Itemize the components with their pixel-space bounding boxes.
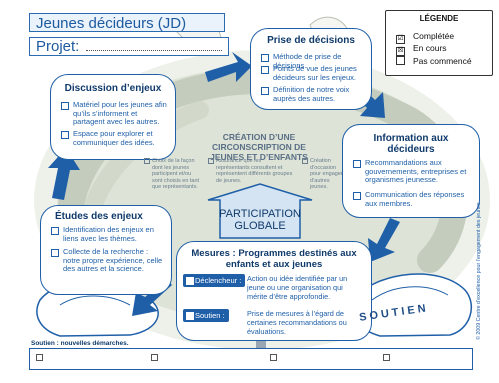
- participation-arrow: [207, 183, 313, 239]
- project-label: Projet:: [36, 38, 80, 55]
- legend-label: Pas commencé: [413, 56, 472, 66]
- copyright: © 2009 Centre d’excellence pour l’engage…: [476, 202, 482, 340]
- checkbox-icon[interactable]: [36, 354, 43, 361]
- card-item[interactable]: Matériel pour les jeunes afin qu’ils s’i…: [61, 100, 167, 127]
- center-title: CRÉATION D’UNE CIRCONSCRIPTION DE JEUNES…: [210, 132, 308, 162]
- card-mesures: Mesures : Programmes destinés aux enfant…: [176, 241, 372, 341]
- checkbox-icon[interactable]: [186, 277, 194, 285]
- checkbox-icon[interactable]: [302, 158, 308, 164]
- checkbox-icon[interactable]: [51, 249, 59, 257]
- card-item[interactable]: Définition de notre voix auprès des autr…: [261, 85, 363, 103]
- legend: LÉGENDE ☑ Complétée ☒ En cours Pas commenc…: [385, 10, 493, 76]
- checkbox-icon[interactable]: [61, 131, 69, 139]
- declencheur-tag[interactable]: Déclencheur :: [183, 274, 246, 287]
- card-title: Mesures : Programmes destinés aux enfant…: [191, 248, 357, 270]
- checkbox-icon[interactable]: [151, 354, 158, 361]
- empty-box-icon: [396, 56, 405, 65]
- center-item[interactable]: Assurance que les représentants consulte…: [208, 158, 296, 184]
- center-item[interactable]: Création d’occasion pour engager d’autre…: [302, 158, 346, 191]
- crossed-box-icon: ☒: [396, 47, 405, 56]
- checkbox-icon[interactable]: [261, 66, 269, 74]
- checked-box-icon: ☑: [396, 35, 405, 44]
- card-title: Discussion d’enjeux: [64, 83, 162, 94]
- footer-bar: [29, 348, 473, 370]
- checkbox-icon[interactable]: [353, 160, 361, 168]
- checkbox-icon[interactable]: [186, 312, 194, 320]
- arrow-to-discussion: [48, 148, 80, 200]
- project-line: [86, 50, 222, 51]
- legend-item-pas-commence: Pas commencé: [396, 55, 472, 66]
- card-title: Prise de décisions: [267, 35, 355, 46]
- checkbox-icon[interactable]: [61, 102, 69, 110]
- legend-label: Complétée: [413, 31, 455, 41]
- checkbox-icon[interactable]: [261, 54, 269, 62]
- card-item[interactable]: Identification des enjeux en liens avec …: [51, 225, 163, 243]
- card-information-decideurs: Information aux décideurs Recommandation…: [342, 124, 480, 218]
- card-item[interactable]: Espace pour explorer et communiquer des …: [61, 129, 167, 147]
- card-etudes-enjeux: Études des enjeux Identification des enj…: [40, 205, 172, 295]
- legend-label: En cours: [413, 43, 447, 53]
- declencheur-text: Action ou idée identifiée par un jeune o…: [247, 274, 348, 301]
- card-item[interactable]: Recommandations aux gouvernements, entre…: [353, 158, 471, 185]
- card-item[interactable]: Communication des réponses aux membres.: [353, 190, 471, 208]
- participation-label: PARTICIPATION GLOBALE: [219, 208, 301, 232]
- card-prise-de-decisions: Prise de décisions Méthode de prise de d…: [250, 28, 372, 110]
- checkbox-icon[interactable]: [270, 354, 277, 361]
- legend-item-completee: ☑ Complétée: [396, 31, 455, 44]
- checkbox-icon[interactable]: [144, 158, 150, 164]
- soutien-tag[interactable]: Soutien :: [183, 309, 229, 322]
- page-title: Jeunes décideurs (JD): [29, 13, 225, 32]
- card-item[interactable]: Collecte de la recherche : notre propre …: [51, 247, 163, 274]
- center-item[interactable]: Choix de la façon dont les jeunes partic…: [144, 158, 202, 191]
- checkbox-icon[interactable]: [353, 192, 361, 200]
- checkbox-icon[interactable]: [51, 227, 59, 235]
- footer-label: Soutien : nouvelles démarches.: [31, 340, 129, 347]
- card-title: Information aux décideurs: [373, 133, 449, 155]
- checkbox-icon[interactable]: [208, 158, 214, 164]
- legend-item-en-cours: ☒ En cours: [396, 43, 447, 56]
- arrow-to-mesures: [368, 218, 400, 262]
- soutien-text: Prise de mesures à l’égard de certaines …: [247, 309, 347, 336]
- arrow-to-prise: [205, 52, 252, 82]
- checkbox-icon[interactable]: [261, 87, 269, 95]
- legend-title: LÉGENDE: [419, 14, 459, 23]
- card-item[interactable]: Méthode de prise de décisions.: [261, 52, 363, 70]
- project-field[interactable]: Projet:: [29, 37, 229, 56]
- card-item[interactable]: Points de vue des jeunes décideurs sur l…: [261, 64, 363, 82]
- card-title: Études des enjeux: [55, 211, 143, 222]
- card-discussion-enjeux: Discussion d’enjeux Matériel pour les je…: [50, 74, 176, 160]
- checkbox-icon[interactable]: [383, 354, 390, 361]
